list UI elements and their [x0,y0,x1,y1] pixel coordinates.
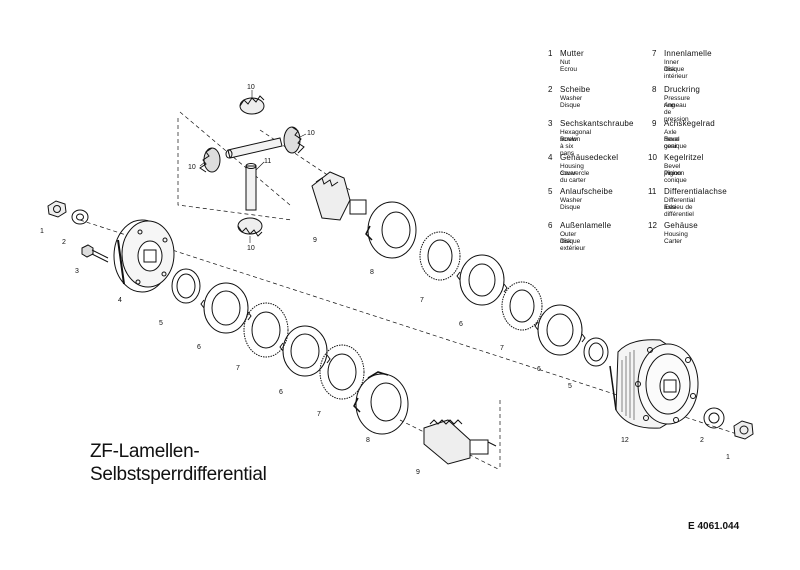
outer-disk-b [279,325,331,377]
hexagonal-screw [81,244,109,263]
washer-right [703,407,725,429]
housing-cover [113,219,175,293]
axis-lines [79,111,741,471]
title-line-1: ZF-Lamellen- [90,441,200,462]
part-label-8: 8 [366,437,370,444]
part-label-4: 4 [118,297,122,304]
part-label-7: 7 [236,365,240,372]
part-label-1: 1 [726,454,730,461]
part-label-2: 2 [700,437,704,444]
part-label-10: 10 [247,84,255,91]
pressure-ring-lower [353,371,409,435]
part-label-9: 9 [313,237,317,244]
differential-axle-horizontal [225,137,283,159]
part-label-10: 10 [307,130,315,137]
drawing-code: E 4061.044 [688,521,740,532]
thrust-washer-left [171,268,201,304]
part-label-6: 6 [279,389,283,396]
part-label-10: 10 [247,245,255,252]
outer-disk-a [200,282,252,334]
part-label-7: 7 [317,411,321,418]
part-label-7: 7 [420,297,424,304]
part-label-3: 3 [75,268,79,275]
bevel-pinion-left [199,147,221,173]
outer-disk-c [456,254,508,306]
leader-lines [199,90,307,243]
bevel-pinion-top [239,95,265,115]
part-label-9: 9 [416,469,420,476]
axle-bevel-gear-lower [423,419,497,465]
bevel-pinion-right [283,126,305,154]
part-label-6: 6 [537,366,541,373]
nut-right [733,420,754,440]
title-line-2: Selbstsperrdifferential [90,464,267,485]
part-label-6: 6 [459,321,463,328]
differential-axle-vertical [245,163,257,211]
bevel-pinion-bottom [237,217,263,237]
axle-bevel-gear-upper [311,171,367,221]
part-labels: 1 2 3 4 5 6 7 6 7 8 9 10 10 10 11 10 9 8… [40,84,730,476]
housing [609,339,699,429]
part-label-8: 8 [370,269,374,276]
washer-left [71,209,89,225]
inner-disk-a [243,302,289,358]
inner-disk-c [419,231,461,281]
pressure-ring-upper [365,201,417,259]
part-label-5: 5 [568,383,572,390]
part-label-6: 6 [197,344,201,351]
outer-disk-d [534,304,586,356]
inner-disk-b [319,344,365,400]
part-label-1: 1 [40,228,44,235]
inner-disk-d [501,281,543,331]
thrust-washer-right [583,337,609,367]
diagram-title: ZF-Lamellen- Selbstsperrdifferential [90,440,267,486]
nut-left [47,200,67,218]
part-label-11: 11 [264,158,271,165]
part-label-5: 5 [159,320,163,327]
part-label-12: 12 [621,437,629,444]
part-label-10: 10 [188,164,196,171]
part-label-2: 2 [62,239,66,246]
part-label-7: 7 [500,345,504,352]
